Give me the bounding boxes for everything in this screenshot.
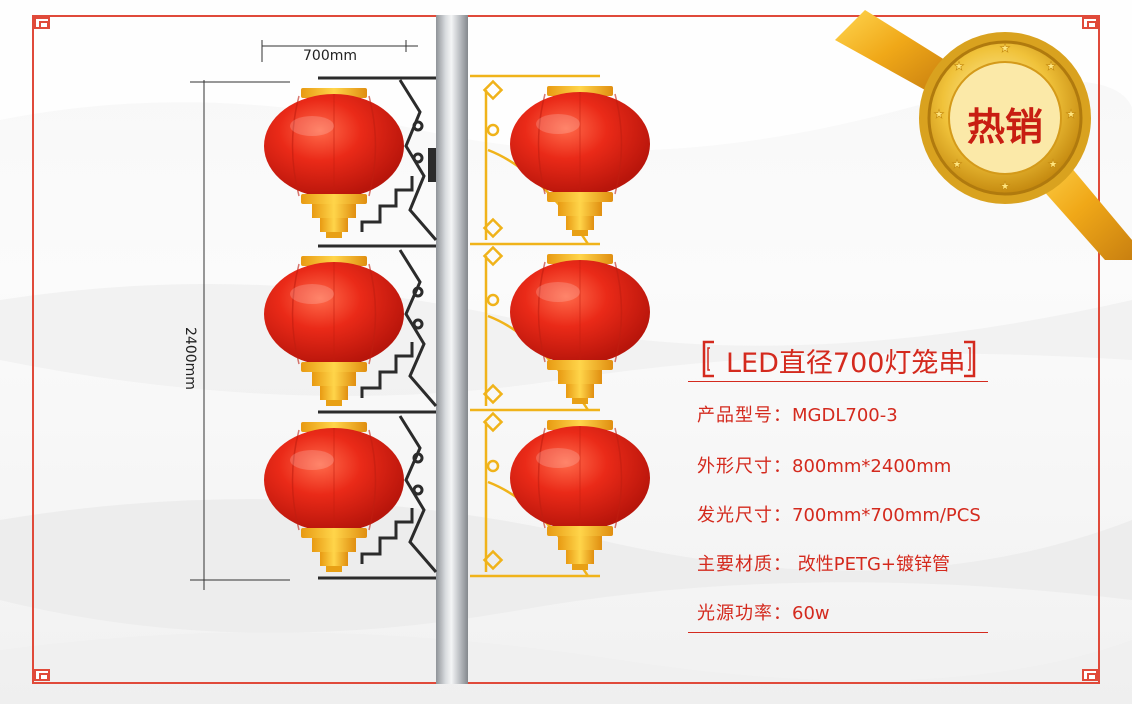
frame-corner-top-left — [34, 17, 50, 29]
spec-light-size-label: 发光尺寸： — [697, 505, 792, 526]
svg-text:★: ★ — [1046, 59, 1057, 73]
spec-material-label: 主要材质： — [697, 554, 792, 575]
spec-material: 主要材质： 改性PETG+镀锌管 — [697, 550, 950, 576]
spec-power-value: 60w — [792, 603, 830, 624]
svg-text:★: ★ — [954, 59, 965, 73]
decorative-frame — [32, 15, 1100, 684]
frame-corner-bottom-left — [34, 669, 50, 681]
spec-model: 产品型号：MGDL700-3 — [697, 401, 898, 427]
width-dimension-label: 700mm — [303, 48, 357, 64]
badge-graphic: ★ ★ ★ ★ ★ ★ ★ ★ — [835, 10, 1132, 260]
product-title: LED直径700灯笼串 — [726, 348, 966, 379]
specs-bottom-divider — [688, 632, 988, 633]
lamp-pole — [436, 15, 468, 684]
frame-corner-bottom-right — [1082, 669, 1098, 681]
width-dimension-line — [261, 40, 418, 62]
spec-outer-size: 外形尺寸：800mm*2400mm — [697, 452, 951, 478]
spec-light-size: 发光尺寸：700mm*700mm/PCS — [697, 501, 981, 527]
spec-power: 光源功率：60w — [697, 599, 830, 625]
spec-light-size-value: 700mm*700mm/PCS — [792, 505, 981, 526]
svg-text:★: ★ — [1000, 179, 1011, 193]
svg-text:★: ★ — [1066, 107, 1077, 121]
height-dimension-line — [190, 80, 290, 590]
hot-sale-text: 热销 — [966, 104, 1043, 149]
spec-power-label: 光源功率： — [697, 603, 792, 624]
spec-material-value: 改性PETG+镀锌管 — [792, 554, 950, 575]
svg-text:★: ★ — [1048, 157, 1059, 171]
left-bracket-frame — [318, 76, 438, 580]
svg-text:★: ★ — [934, 107, 945, 121]
spec-model-value: MGDL700-3 — [792, 405, 898, 426]
height-dimension-label: 2400mm — [182, 327, 198, 390]
product-title-banner: LED直径700灯笼串 — [700, 338, 978, 380]
frame-corner-top-right — [1082, 17, 1098, 29]
title-divider — [688, 381, 988, 382]
spec-outer-size-value: 800mm*2400mm — [792, 456, 952, 477]
svg-text:★: ★ — [1000, 41, 1011, 55]
spec-outer-size-label: 外形尺寸： — [697, 456, 792, 477]
title-bracket-ornament — [702, 340, 976, 378]
svg-text:★: ★ — [952, 157, 963, 171]
spec-model-label: 产品型号： — [697, 405, 792, 426]
hot-sale-badge: ★ ★ ★ ★ ★ ★ ★ ★ 热销 — [825, 0, 1132, 260]
